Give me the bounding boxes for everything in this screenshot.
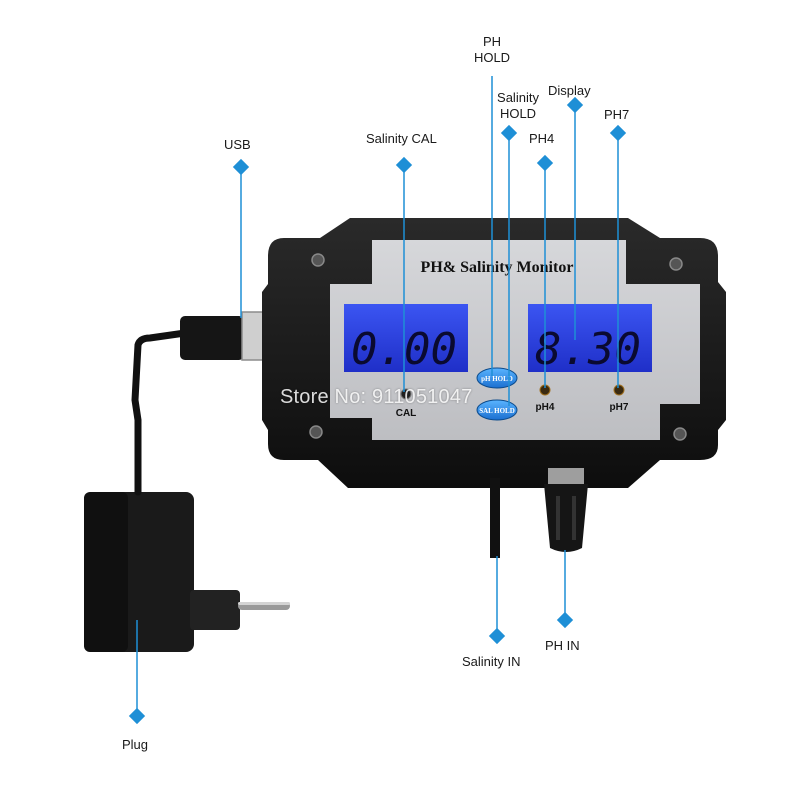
callout-ph4: PH4 (529, 131, 555, 146)
callout-ph-in: PH IN (545, 638, 580, 653)
ph-in-callout-marker (556, 611, 574, 629)
callout-salinity-cal: Salinity CAL (366, 131, 437, 146)
ph-bnc-ridge (556, 496, 560, 540)
ph-hold-button[interactable] (476, 367, 518, 389)
usb-callout-marker (232, 158, 250, 176)
callout-salinity-hold: Salinity HOLD (497, 90, 539, 121)
right-lcd-panel (528, 304, 652, 372)
ph-probe-connector (544, 468, 588, 552)
ph-bnc-body (544, 484, 588, 552)
adapter-side (84, 492, 128, 652)
screw-top-right-icon (669, 257, 683, 271)
salinity-in-callout-marker (488, 627, 506, 645)
ph-bnc-ridge-2 (572, 496, 576, 540)
salinity-hold-callout-marker (500, 124, 518, 142)
ph-bnc-base (548, 468, 584, 484)
sal-hold-button[interactable] (476, 399, 518, 421)
callout-usb: USB (224, 137, 251, 152)
callout-lines (128, 76, 627, 725)
right-display-reading: 8.30 (535, 324, 641, 375)
ph7-trimmer-icon[interactable] (613, 384, 625, 396)
adapter-pin-highlight (238, 602, 290, 605)
sal-hold-button-label: SAL HOLD (479, 407, 515, 415)
ph4-label: pH4 (536, 402, 555, 413)
adapter-plug-head (190, 590, 240, 630)
ph7-callout-marker (609, 124, 627, 142)
cal-label: CAL (396, 408, 417, 419)
device-title: PH& Salinity Monitor (421, 259, 574, 276)
salinity-cal-callout-marker (395, 156, 413, 174)
ph4-callout-marker (536, 154, 554, 172)
power-adapter (84, 492, 290, 652)
callout-plug: Plug (122, 737, 149, 752)
display-callout-marker (566, 96, 584, 114)
faceplate (330, 240, 700, 440)
callout-display: Display (548, 83, 591, 98)
ph-hold-button-label: pH HOLD (481, 375, 513, 383)
usb-housing (180, 316, 244, 360)
usb-connector (180, 311, 275, 361)
callout-salinity-in: Salinity IN (462, 654, 521, 669)
power-cable (131, 329, 189, 496)
ph7-label: pH7 (610, 402, 629, 413)
screw-bottom-right-icon (673, 427, 687, 441)
left-lcd-panel (344, 304, 468, 372)
screw-top-left-icon (311, 253, 325, 267)
monitor-housing (262, 218, 726, 488)
plug-callout-marker (128, 707, 146, 725)
callout-ph-hold: PH HOLD (473, 34, 511, 65)
callout-ph7: PH7 (604, 107, 630, 122)
salinity-probe-cable (490, 478, 500, 558)
screw-bottom-left-icon (309, 425, 323, 439)
store-watermark: Store No: 911051047 (280, 386, 473, 408)
